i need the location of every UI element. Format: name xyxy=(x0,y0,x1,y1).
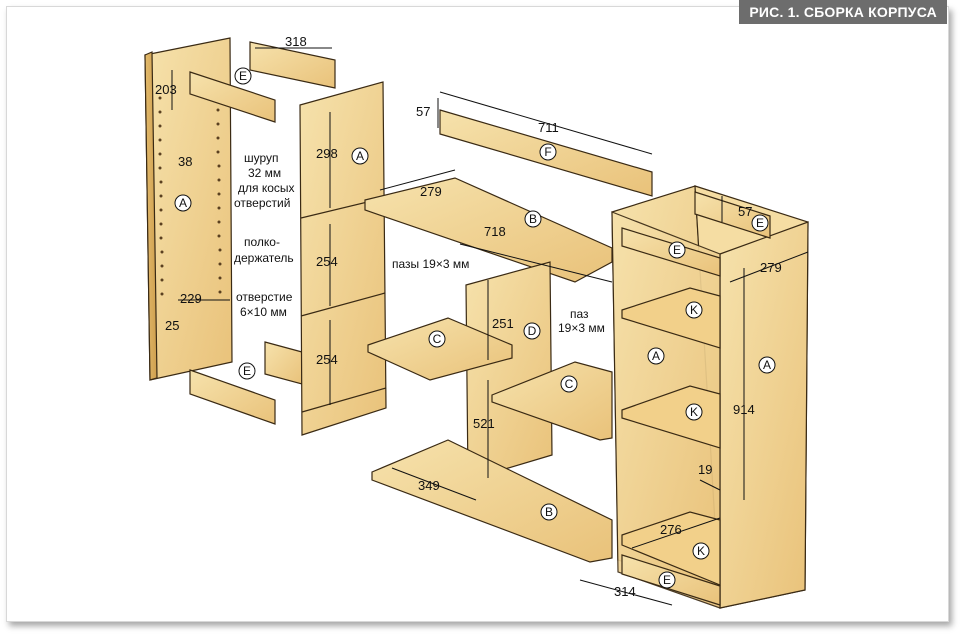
label-a-left: A xyxy=(179,196,187,210)
label-c-left: C xyxy=(433,332,442,346)
shelf-c-left xyxy=(367,317,513,381)
dim-38: 38 xyxy=(178,154,192,169)
dim-276: 276 xyxy=(660,522,682,537)
dim-914: 914 xyxy=(733,402,755,417)
label-e-right-bottom: E xyxy=(663,573,671,587)
shelf-b-top xyxy=(364,177,613,283)
dim-19: 19 xyxy=(698,462,712,477)
note-holder-2: держатель xyxy=(234,251,294,265)
dim-57-right: 57 xyxy=(738,204,752,219)
label-d-divider: D xyxy=(528,324,537,338)
label-c-right: C xyxy=(565,377,574,391)
dim-57-rail: 57 xyxy=(416,104,430,119)
dim-254-lower: 254 xyxy=(316,352,338,367)
dim-521: 521 xyxy=(473,416,495,431)
label-b-top: B xyxy=(529,212,537,226)
note-screw-2: 32 мм xyxy=(248,166,281,180)
label-a-right: A xyxy=(763,358,771,372)
dim-279-right: 279 xyxy=(760,260,782,275)
dim-254-upper: 254 xyxy=(316,254,338,269)
shelf-b-bottom xyxy=(371,439,613,563)
label-e-right-top: E xyxy=(756,216,764,230)
note-hole-2: 6×10 мм xyxy=(240,305,287,319)
label-a-right-inner: A xyxy=(652,349,660,363)
label-k-mid: K xyxy=(690,405,698,419)
dim-298: 298 xyxy=(316,146,338,161)
note-grooves: пазы 19×3 мм xyxy=(392,257,469,271)
dim-318: 318 xyxy=(285,34,307,49)
dim-314: 314 xyxy=(614,584,636,599)
label-a-middle: A xyxy=(356,149,364,163)
label-e-top-left: E xyxy=(239,69,247,83)
note-screw-1: шуруп xyxy=(244,151,279,165)
dimension-lines xyxy=(171,47,809,606)
shelf-c-right xyxy=(491,361,613,441)
rail-e-bottom-left xyxy=(189,341,303,425)
dim-229: 229 xyxy=(180,291,202,306)
note-holder-1: полко- xyxy=(244,235,280,249)
label-f-rail: F xyxy=(544,145,551,159)
note-groove-1: паз xyxy=(570,307,589,321)
divider-d xyxy=(465,261,553,481)
dim-203: 203 xyxy=(155,82,177,97)
dim-718: 718 xyxy=(484,224,506,239)
dim-279-shelf: 279 xyxy=(420,184,442,199)
middle-side-panel xyxy=(299,81,387,436)
rail-e-top-left xyxy=(189,41,336,123)
note-screw-3: для косых xyxy=(238,181,295,195)
note-screw-4: отверстий xyxy=(234,196,290,210)
figure-title: РИС. 1. СБОРКА КОРПУСА xyxy=(739,0,947,24)
label-k-top: K xyxy=(690,303,698,317)
note-hole-1: отверстие xyxy=(236,290,293,304)
dim-251: 251 xyxy=(492,316,514,331)
label-e-bottom-left: E xyxy=(243,364,251,378)
label-b-bottom: B xyxy=(545,505,553,519)
label-e-right-mid: E xyxy=(673,243,681,257)
dim-711: 711 xyxy=(538,120,559,135)
dim-25: 25 xyxy=(165,318,179,333)
label-k-bottom: K xyxy=(697,544,705,558)
note-groove-2: 19×3 мм xyxy=(558,321,605,335)
dim-349: 349 xyxy=(418,478,440,493)
